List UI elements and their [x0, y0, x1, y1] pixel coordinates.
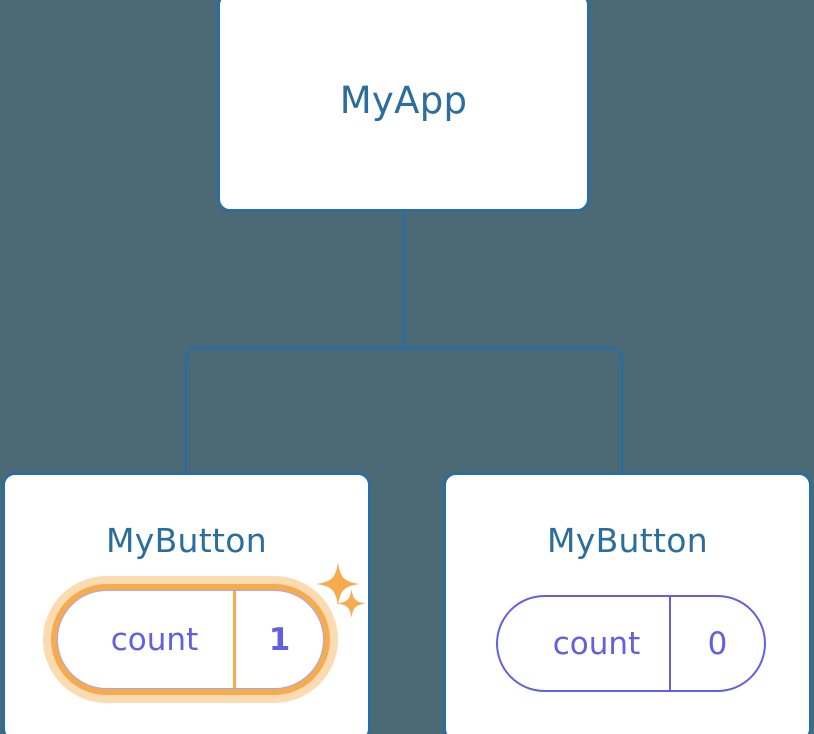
connector-branch-bus — [184, 346, 624, 474]
node-mybutton-right[interactable]: MyButton count 0 — [443, 472, 812, 734]
state-pill-left[interactable]: count 1 — [57, 590, 324, 689]
node-myapp-title: MyApp — [339, 79, 468, 122]
sparkle-large-icon — [316, 562, 360, 606]
sparkle-small-icon — [337, 589, 366, 618]
state-pill-left-glow — [43, 576, 338, 703]
state-pill-left-value: 1 — [268, 621, 291, 658]
state-pill-right-value: 0 — [707, 625, 728, 662]
node-myapp[interactable]: MyApp — [217, 0, 590, 212]
node-mybutton-left-title: MyButton — [106, 521, 267, 560]
state-pill-right-key: count — [498, 597, 671, 690]
state-pill-right[interactable]: count 0 — [496, 595, 766, 692]
node-mybutton-right-title: MyButton — [547, 521, 708, 560]
state-pill-left-key: count — [58, 591, 236, 688]
state-pill-left-wrapper: count 1 — [43, 576, 338, 703]
